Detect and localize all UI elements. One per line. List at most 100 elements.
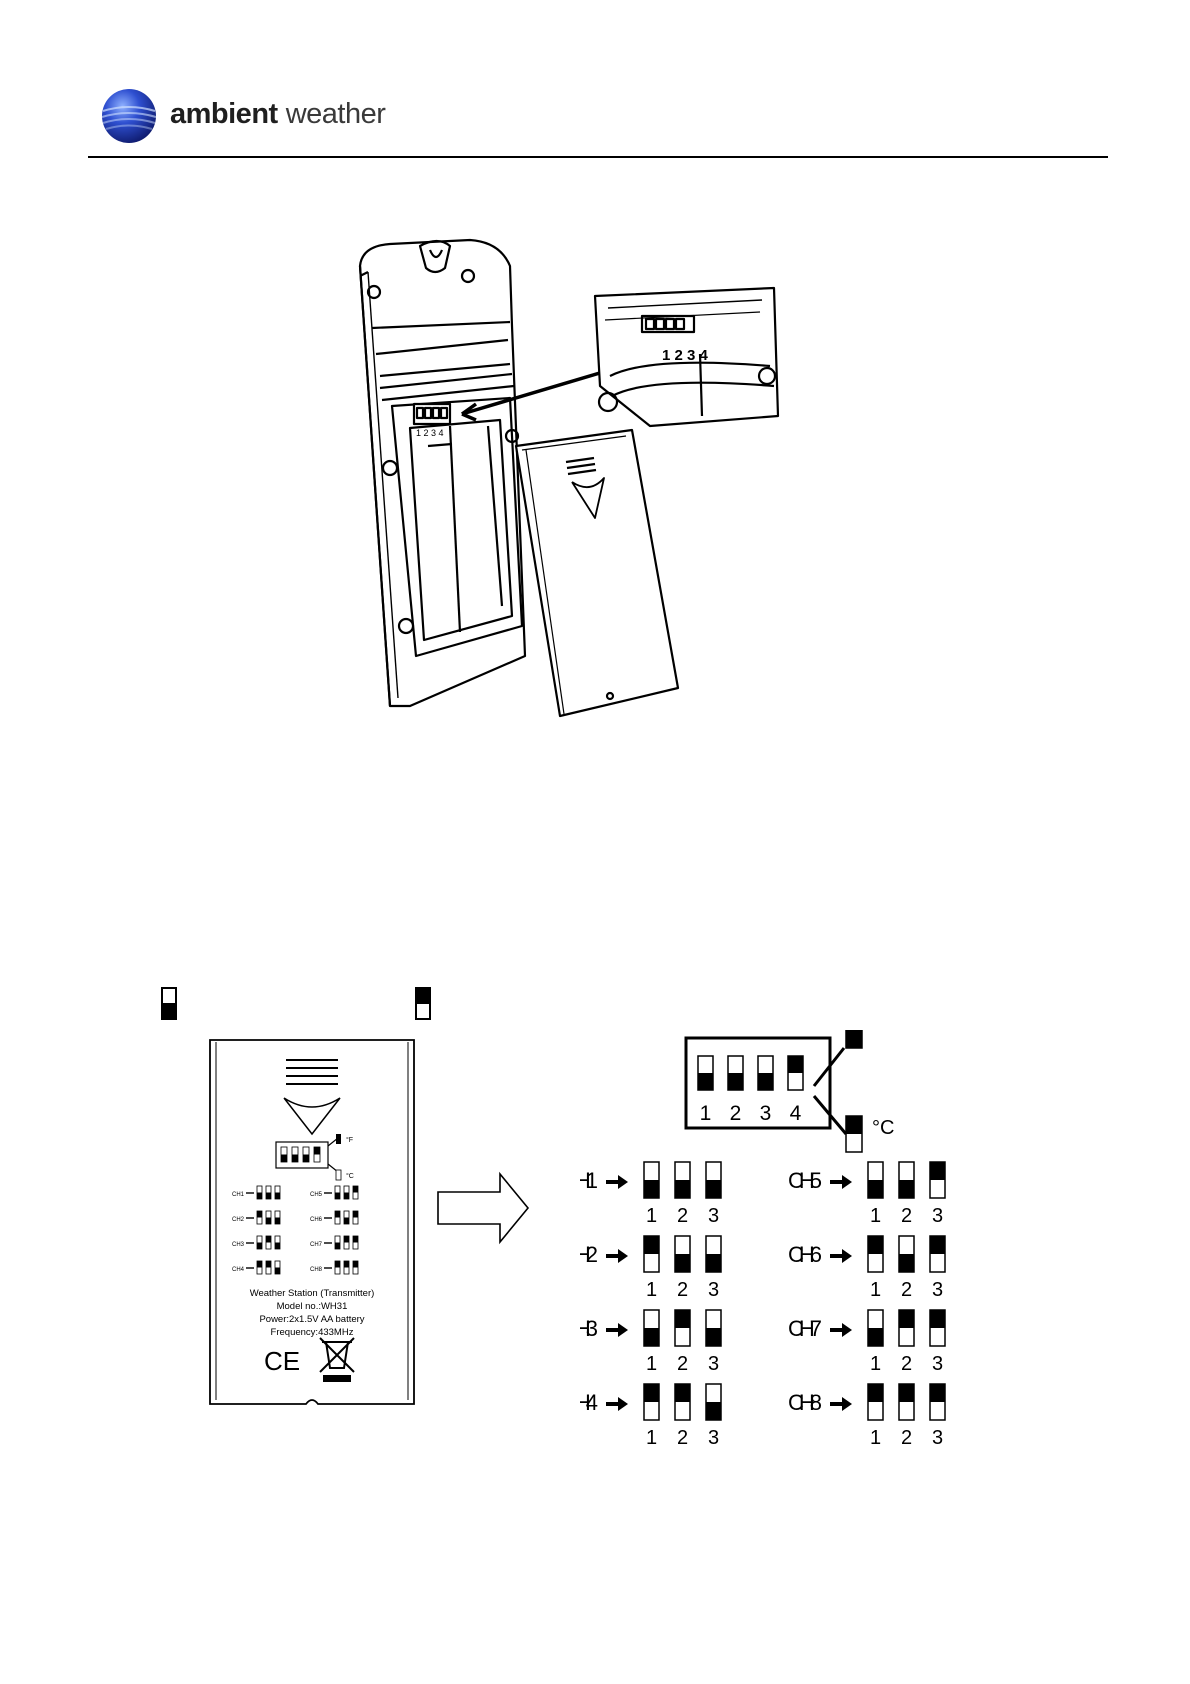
ch2-switch-3 (706, 1236, 721, 1272)
channel-arrow-icon (606, 1397, 628, 1411)
ch3-number-1: 1 (646, 1353, 657, 1375)
ch7-switch-3 (930, 1310, 945, 1346)
mini-ch1-switch-3 (275, 1186, 280, 1199)
mini-ch1-switch-2 (266, 1186, 271, 1199)
mini-channel-label: CH4 (232, 1267, 245, 1273)
ch1-number-3: 3 (708, 1205, 719, 1227)
label-line-3: Power:2x1.5V AA battery (259, 1314, 364, 1325)
svg-text:°F: °F (346, 1136, 353, 1144)
channel-label-ch6: CH6 (788, 1242, 822, 1267)
mini-dip-switch-3 (303, 1147, 309, 1162)
fahrenheit-label: °F (872, 1030, 892, 1031)
mini-ch3-switch-1 (257, 1236, 262, 1249)
channel-label-ch8: CH8 (788, 1390, 822, 1415)
ch2-switch-1 (644, 1236, 659, 1272)
celsius-switch-icon (846, 1116, 862, 1152)
ch5-number-3: 3 (932, 1205, 943, 1227)
channel-label-ch3: CH3 (580, 1316, 598, 1341)
dip-number-4: 4 (790, 1102, 802, 1125)
channel-label-ch1: CH1 (580, 1168, 598, 1193)
ch3-number-3: 3 (708, 1353, 719, 1375)
mini-ch5-switch-2 (344, 1186, 349, 1199)
label-line-2: Model no.:WH31 (277, 1301, 348, 1312)
ch7-switch-2 (899, 1310, 914, 1346)
channel-arrow-icon (606, 1323, 628, 1337)
mini-ch7-switch-3 (353, 1236, 358, 1249)
ch4-switch-2 (675, 1384, 690, 1420)
mini-ch3-switch-3 (275, 1236, 280, 1249)
ch4-number-2: 2 (677, 1427, 688, 1449)
mini-ch2-switch-2 (266, 1211, 271, 1224)
channel-arrow-icon (830, 1323, 852, 1337)
ch8-switch-3 (930, 1384, 945, 1420)
ch8-number-3: 3 (932, 1427, 943, 1449)
mini-ch4-switch-1 (257, 1261, 262, 1274)
channel-arrow-icon (830, 1249, 852, 1263)
ch6-number-3: 3 (932, 1279, 943, 1301)
label-line-1: Weather Station (Transmitter) (250, 1288, 375, 1299)
small-dip-numbers: 1 2 3 4 (416, 428, 444, 438)
ch5-number-2: 2 (901, 1205, 912, 1227)
hollow-arrow-icon (436, 1170, 532, 1246)
mini-ch2-switch-3 (275, 1211, 280, 1224)
mini-channel-label: CH2 (232, 1217, 245, 1223)
channel-arrow-icon (830, 1175, 852, 1189)
channel-label-ch5: CH5 (788, 1168, 822, 1193)
mini-channel-label: CH1 (232, 1192, 245, 1198)
ch6-switch-2 (899, 1236, 914, 1272)
ch3-switch-2 (675, 1310, 690, 1346)
ch6-number-1: 1 (870, 1279, 881, 1301)
ch2-switch-2 (675, 1236, 690, 1272)
label-line-4: Frequency:433MHz (271, 1327, 354, 1338)
mini-ch4-switch-2 (266, 1261, 271, 1274)
mini-dip-switch-2 (292, 1147, 298, 1162)
dip-number-1: 1 (700, 1102, 712, 1125)
dip-switch-4 (788, 1056, 803, 1090)
mini-ch6-switch-3 (353, 1211, 358, 1224)
transmitter-illustration: 1 2 3 4 1 2 3 4 (350, 236, 850, 776)
dip-switch-2 (728, 1056, 743, 1090)
channel-arrow-icon (606, 1175, 628, 1189)
ce-mark: CE (264, 1346, 300, 1376)
mini-ch2-switch-1 (257, 1211, 262, 1224)
ch1-number-2: 2 (677, 1205, 688, 1227)
ch4-number-1: 1 (646, 1427, 657, 1449)
channel-table: CH1123CH2123CH3123CH4123CH5123CH6123CH71… (580, 1162, 945, 1449)
ch8-switch-1 (868, 1384, 883, 1420)
svg-text:°C: °C (346, 1172, 354, 1180)
ch3-switch-3 (706, 1310, 721, 1346)
ch1-switch-1 (644, 1162, 659, 1198)
mini-channel-label: CH8 (310, 1267, 323, 1273)
ch1-number-1: 1 (646, 1205, 657, 1227)
ch2-number-2: 2 (677, 1279, 688, 1301)
dip-number-3: 3 (760, 1102, 772, 1125)
ch1-switch-2 (675, 1162, 690, 1198)
ch7-number-3: 3 (932, 1353, 943, 1375)
ch7-number-2: 2 (901, 1353, 912, 1375)
mini-channel-label: CH6 (310, 1217, 323, 1223)
ch8-number-2: 2 (901, 1427, 912, 1449)
mini-ch7-switch-1 (335, 1236, 340, 1249)
ch5-switch-3 (930, 1162, 945, 1198)
mini-dip-switch-1 (281, 1147, 287, 1162)
dip-switch-1 (698, 1056, 713, 1090)
ch1-switch-3 (706, 1162, 721, 1198)
ch6-switch-3 (930, 1236, 945, 1272)
mini-channel-label: CH3 (232, 1242, 245, 1248)
ch7-switch-1 (868, 1310, 883, 1346)
mini-dip-switch-4 (314, 1147, 320, 1162)
switch-legend-up-icon (416, 988, 430, 1019)
dip-switch-3 (758, 1056, 773, 1090)
ch7-number-1: 1 (870, 1353, 881, 1375)
ch3-number-2: 2 (677, 1353, 688, 1375)
mini-ch5-switch-3 (353, 1186, 358, 1199)
ch3-switch-1 (644, 1310, 659, 1346)
ch4-switch-1 (644, 1384, 659, 1420)
channel-arrow-icon (830, 1397, 852, 1411)
ch4-number-3: 3 (708, 1427, 719, 1449)
dip-number-2: 2 (730, 1102, 742, 1125)
ch8-number-1: 1 (870, 1427, 881, 1449)
